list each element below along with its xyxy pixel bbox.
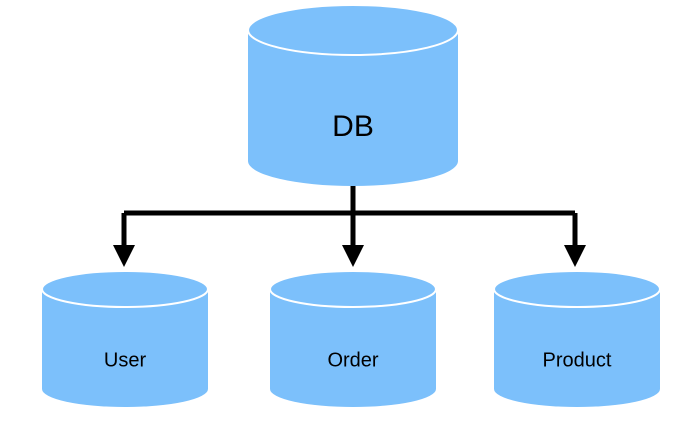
- user-label: User: [104, 349, 147, 371]
- database-icon: [247, 4, 459, 186]
- arrowhead-user: [113, 245, 135, 267]
- database-icon: [493, 270, 661, 407]
- order-node[interactable]: Order: [269, 270, 437, 407]
- user-node[interactable]: User: [41, 270, 209, 407]
- db-label: DB: [332, 110, 374, 143]
- arrowheads: [113, 245, 586, 267]
- product-label: Product: [543, 349, 612, 371]
- order-label: Order: [327, 349, 378, 371]
- product-node[interactable]: Product: [493, 270, 661, 407]
- database-icon: [269, 270, 437, 407]
- arrowhead-product: [564, 245, 586, 267]
- db-node[interactable]: DB: [247, 4, 459, 186]
- database-icon: [41, 270, 209, 407]
- connectors: [121, 183, 578, 247]
- arrowhead-order: [342, 245, 364, 267]
